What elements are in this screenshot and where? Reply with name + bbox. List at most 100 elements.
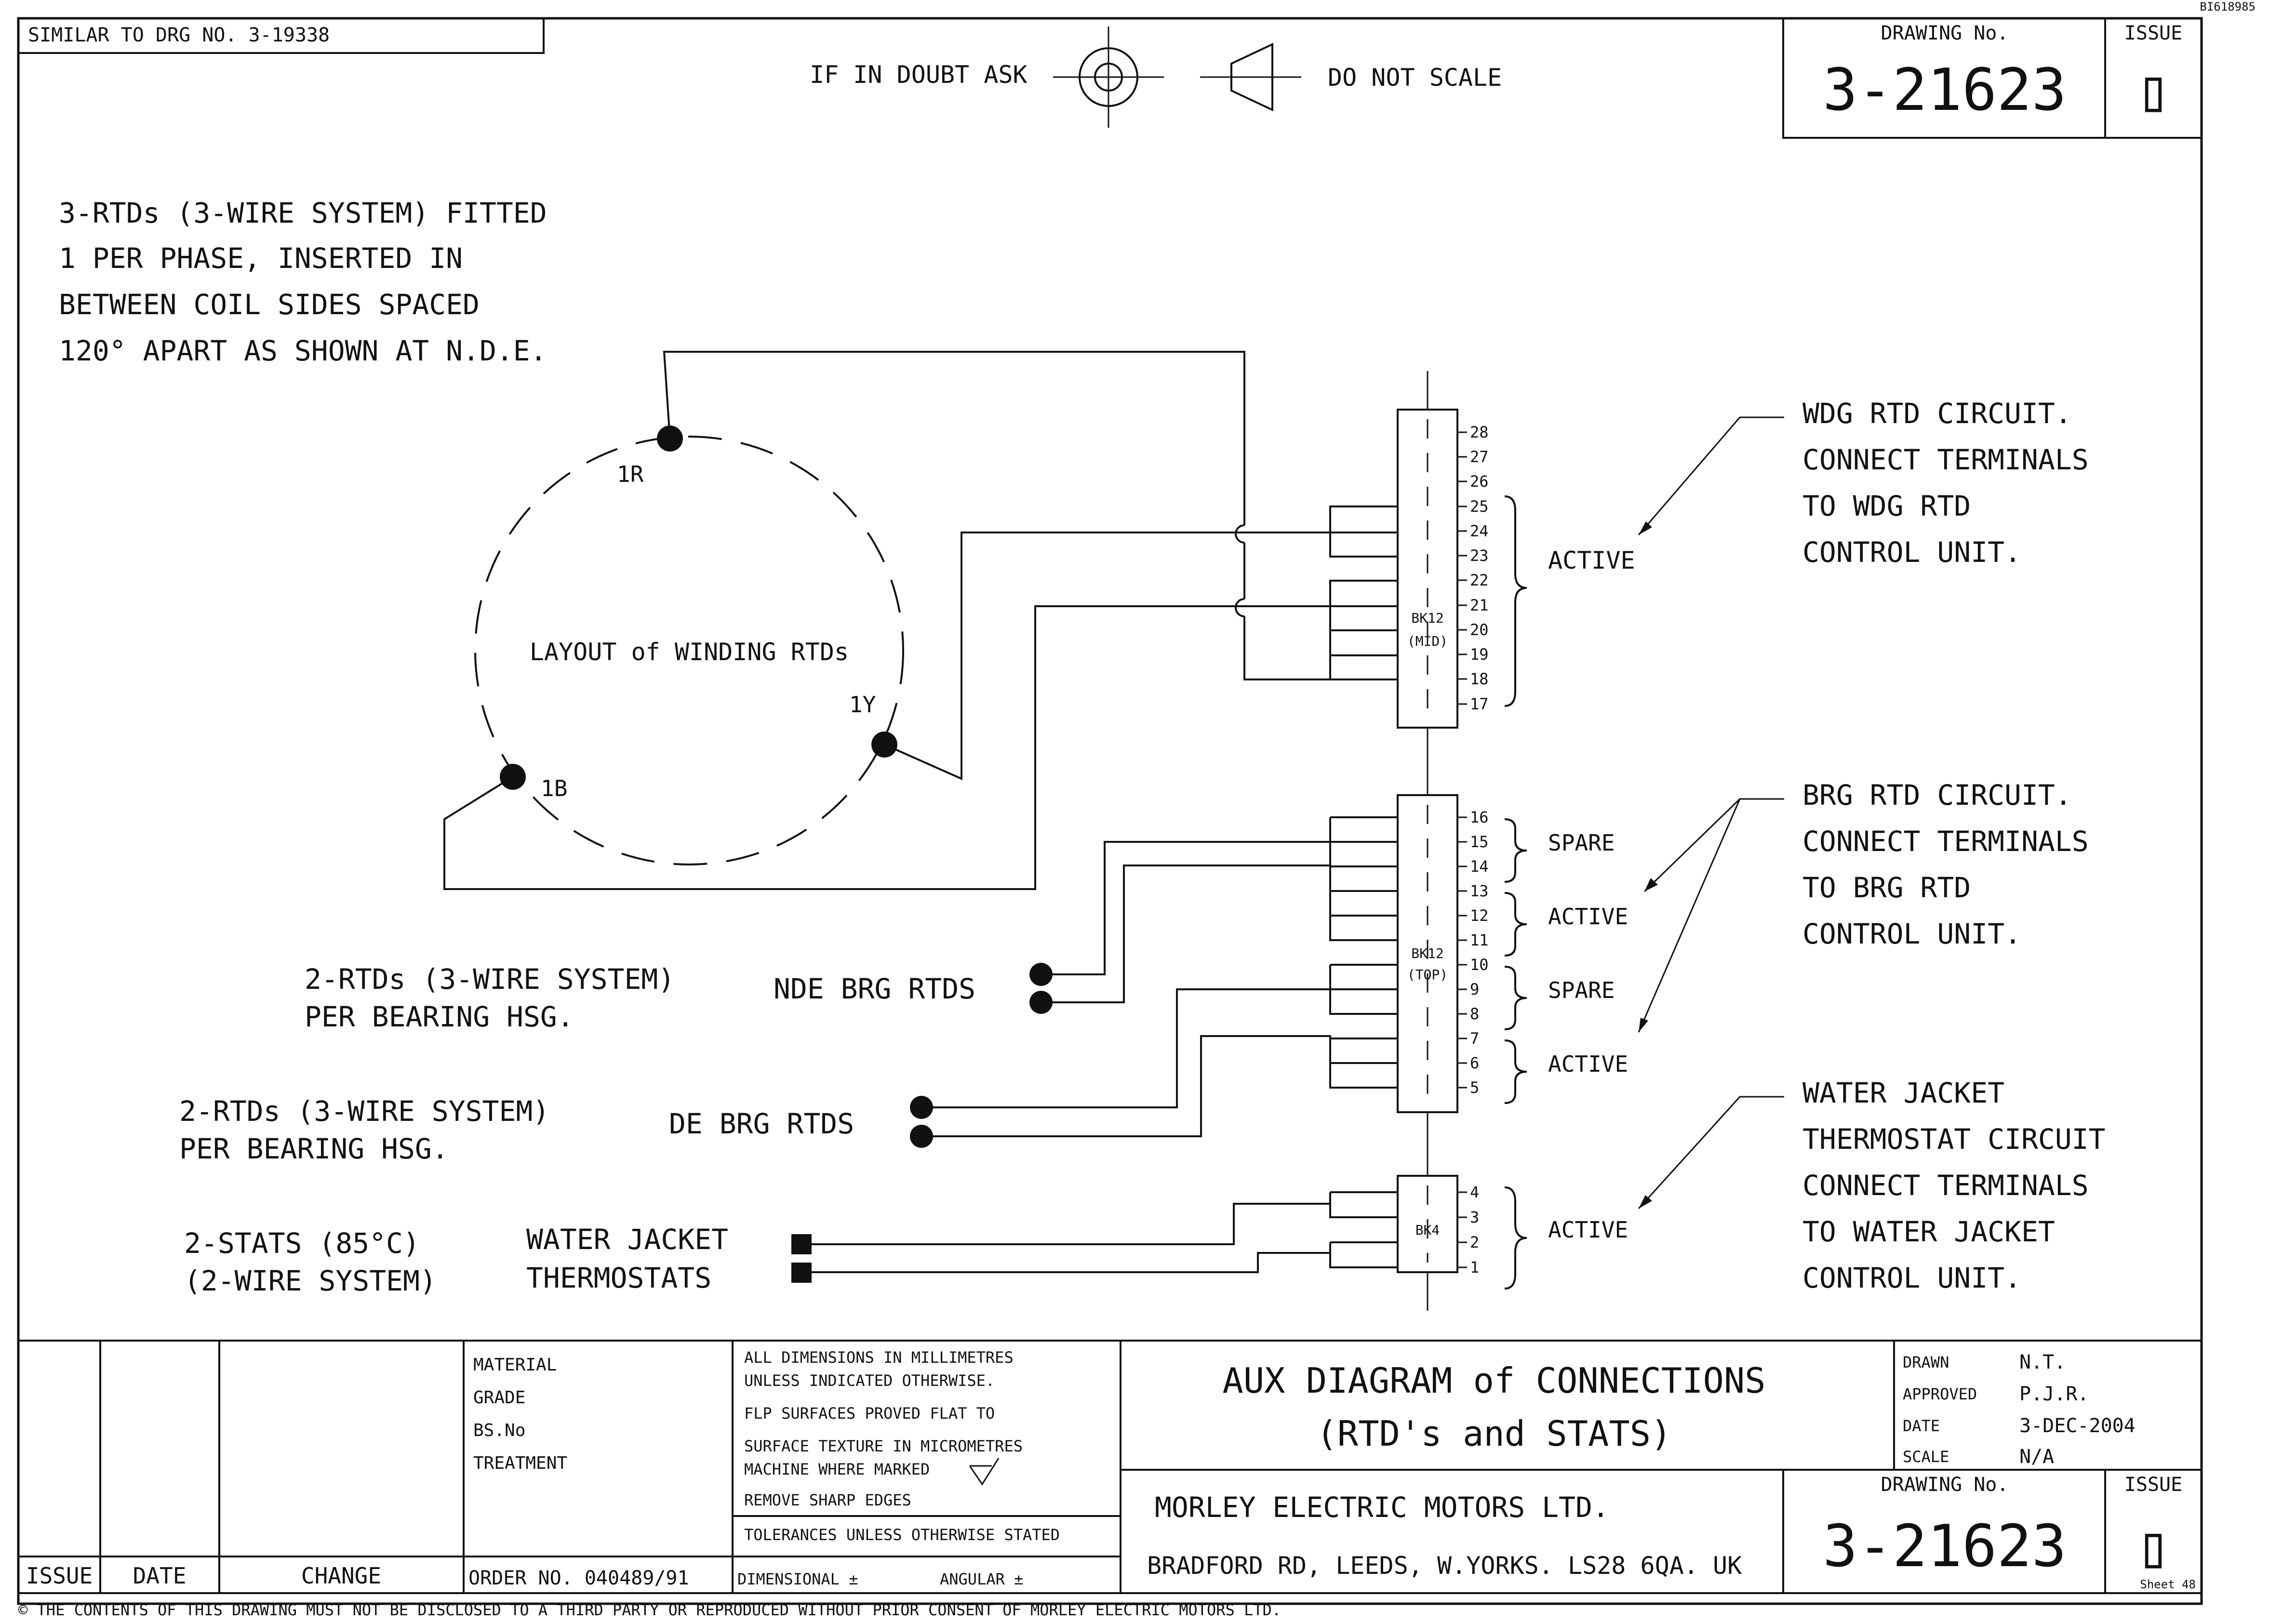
nde-rtd-node	[1029, 963, 1053, 986]
top-drawing-number-box	[1782, 17, 2203, 139]
nde-brg-rtds-label: NDE BRG RTDS	[774, 972, 975, 1005]
dimensional-tolerance: DIMENSIONAL ±	[737, 1570, 858, 1588]
company-name: MORLEY ELECTRIC MOTORS LTD.	[1155, 1491, 1609, 1524]
general-note-line: MACHINE WHERE MARKED	[744, 1460, 930, 1478]
phase-label-1b: 1B	[541, 775, 567, 801]
stats-system-note: 2-STATS (85°C)	[184, 1227, 420, 1260]
de-rtd-node	[910, 1096, 933, 1119]
de-rtd-node	[910, 1125, 933, 1148]
machine-mark-icon	[969, 1458, 1000, 1486]
group-label-spare: SPARE	[1548, 977, 1615, 1003]
angular-tolerance: ANGULAR ±	[940, 1570, 1023, 1588]
drawing-border	[17, 17, 2203, 1605]
de-brg-rtds-label: DE BRG RTDS	[669, 1107, 854, 1140]
winding-note-line: 1 PER PHASE, INSERTED IN	[59, 242, 463, 275]
confidentiality-footer: © THE CONTENTS OF THIS DRAWING MUST NOT …	[18, 1601, 1281, 1619]
terminal-28: 28	[1470, 423, 1489, 441]
do-not-scale-note: DO NOT SCALE	[1328, 64, 1502, 92]
terminal-9: 9	[1470, 980, 1479, 998]
thermostat-wiring	[801, 1191, 1398, 1273]
brg-callout-line: CONNECT TERMINALS	[1802, 825, 2089, 858]
terminal-8: 8	[1470, 1005, 1479, 1023]
terminal-14: 14	[1470, 857, 1489, 876]
de-bearing-wiring	[921, 964, 1398, 1137]
wdg-callout-line: CONTROL UNIT.	[1802, 536, 2021, 569]
wdg-callout-line: CONNECT TERMINALS	[1802, 443, 2089, 476]
bk12-top-name: BK12	[1411, 945, 1443, 961]
brg-callout-line: CONTROL UNIT.	[1802, 918, 2021, 950]
terminal-27: 27	[1470, 448, 1489, 466]
terminal-25: 25	[1470, 497, 1489, 516]
terminal-4: 4	[1470, 1183, 1479, 1201]
similar-to-note: SIMILAR TO DRG NO. 3-19338	[28, 24, 330, 46]
spare-brace-mid	[1504, 966, 1527, 1030]
sheet-mark: Sheet 48	[2140, 1578, 2196, 1591]
terminal-19: 19	[1470, 645, 1489, 664]
material-label: MATERIAL	[473, 1355, 557, 1375]
revision-header: ISSUE	[26, 1563, 93, 1589]
active-brace-nde	[1504, 892, 1527, 957]
general-note-line: FLP SURFACES PROVED FLAT TO	[744, 1404, 995, 1423]
spare-brace-top	[1504, 818, 1527, 883]
de-system-note: 2-RTDs (3-WIRE SYSTEM)	[179, 1095, 549, 1128]
drawing-number: 3-21623	[1823, 1513, 2067, 1580]
issue-value: ▯	[2136, 1513, 2171, 1580]
title-block-grid	[18, 1340, 2202, 1594]
terminal-7: 7	[1470, 1029, 1479, 1048]
terminal-5: 5	[1470, 1078, 1479, 1097]
terminal-11: 11	[1470, 931, 1489, 949]
bs-no-label: BS.No	[473, 1421, 525, 1440]
bk12-mid-name: BK12	[1411, 610, 1443, 626]
revision-header: DATE	[133, 1563, 187, 1589]
terminal-10: 10	[1470, 956, 1489, 974]
order-number: ORDER NO. 040489/91	[468, 1567, 689, 1589]
thermostat-node	[791, 1234, 812, 1254]
bk12-top-name: (TOP)	[1407, 967, 1448, 983]
water-jacket-thermostats-label: WATER JACKET	[526, 1223, 728, 1256]
water-callout-line: CONNECT TERMINALS	[1802, 1169, 2089, 1202]
wdg-callout-leader	[1638, 416, 1784, 535]
wdg-callout-line: WDG RTD CIRCUIT.	[1802, 397, 2072, 430]
top-issue-value: ▯	[2136, 57, 2171, 124]
winding-note-line: BETWEEN COIL SIDES SPACED	[59, 288, 480, 321]
revision-header: CHANGE	[301, 1563, 381, 1589]
general-note-line: ALL DIMENSIONS IN MILLIMETRES	[744, 1348, 1014, 1367]
issue-label: ISSUE	[2124, 1474, 2182, 1496]
bk4-name: BK4	[1415, 1222, 1440, 1238]
scale-value: N/A	[2019, 1446, 2054, 1468]
winding-layout-title: LAYOUT of WINDING RTDs	[530, 638, 849, 666]
terminal-18: 18	[1470, 670, 1489, 688]
winding-note-line: 120° APART AS SHOWN AT N.D.E.	[59, 334, 547, 367]
group-label-spare: SPARE	[1548, 830, 1615, 856]
approved-value: P.J.R.	[2019, 1383, 2089, 1405]
group-label-active: ACTIVE	[1548, 546, 1635, 574]
wdg-callout-line: TO WDG RTD	[1802, 490, 1971, 522]
corner-code: BI618985	[2200, 0, 2256, 13]
company-address: BRADFORD RD, LEEDS, W.YORKS. LS28 6QA. U…	[1147, 1552, 1742, 1580]
group-label-active: ACTIVE	[1548, 1217, 1628, 1243]
drawing-title: AUX DIAGRAM of CONNECTIONS	[1222, 1360, 1765, 1401]
terminal-21: 21	[1470, 596, 1489, 614]
drawing-no-label: DRAWING No.	[1881, 1474, 2009, 1496]
terminal-2: 2	[1470, 1233, 1479, 1251]
winding-wiring	[443, 351, 1398, 890]
terminal-20: 20	[1470, 621, 1489, 639]
terminal-22: 22	[1470, 571, 1489, 589]
terminal-3: 3	[1470, 1208, 1479, 1226]
drawing-subtitle: (RTD's and STATS)	[1317, 1413, 1672, 1454]
date-value: 3-DEC-2004	[2019, 1415, 2136, 1437]
water-jacket-thermostats-label: THERMOSTATS	[526, 1262, 711, 1294]
terminal-6: 6	[1470, 1054, 1479, 1072]
general-note-line: SURFACE TEXTURE IN MICROMETRES	[744, 1437, 1023, 1455]
water-callout-leader	[1638, 1096, 1784, 1210]
date-label: DATE	[1903, 1417, 1940, 1435]
phase-label-1y: 1Y	[849, 692, 876, 718]
de-system-note: PER BEARING HSG.	[179, 1132, 449, 1165]
scale-label: SCALE	[1903, 1448, 1949, 1466]
nde-system-note: PER BEARING HSG.	[305, 1000, 574, 1033]
terminal-15: 15	[1470, 833, 1489, 851]
general-note-line: UNLESS INDICATED OTHERWISE.	[744, 1371, 995, 1390]
winding-layout-circle	[474, 436, 904, 865]
terminal-26: 26	[1470, 472, 1489, 491]
